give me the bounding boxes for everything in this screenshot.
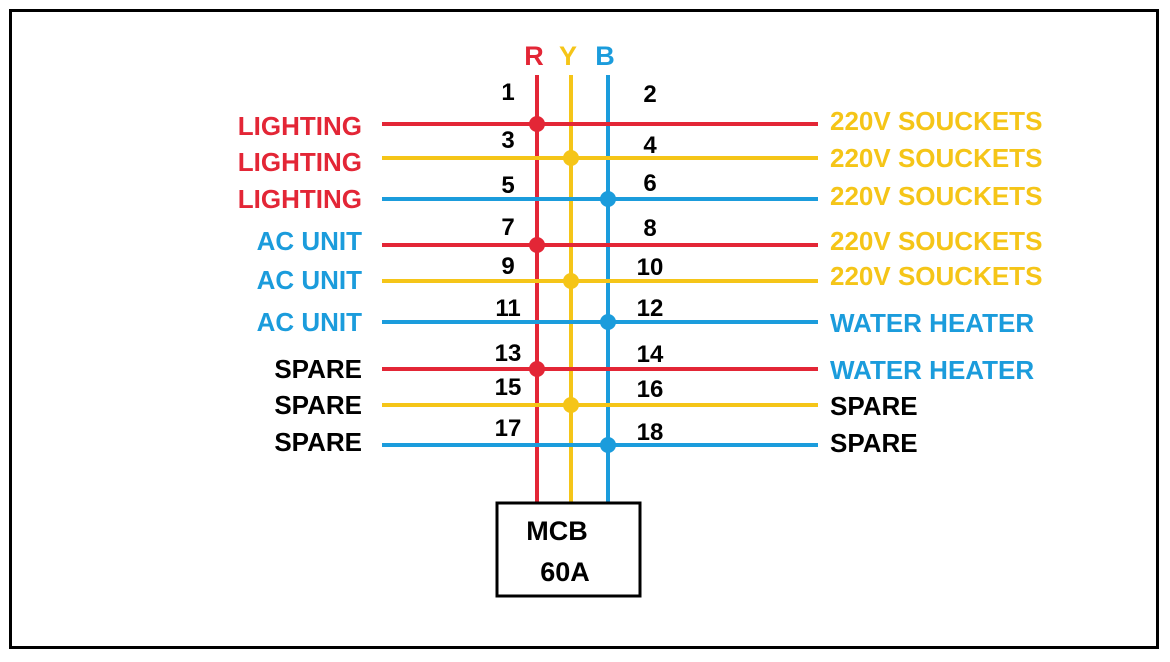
bus-connection-dot <box>600 314 616 330</box>
circuit-number-left: 1 <box>501 79 514 106</box>
load-label-left: LIGHTING <box>238 111 362 141</box>
circuit-row: 13 14 SPARE WATER HEATER <box>274 340 1034 385</box>
circuit-number-right: 14 <box>637 341 664 368</box>
bus-connection-dot <box>600 191 616 207</box>
load-label-left: LIGHTING <box>238 184 362 214</box>
circuit-number-right: 10 <box>637 254 664 281</box>
bus-connection-dot <box>529 237 545 253</box>
circuit-number-left: 3 <box>501 127 514 154</box>
phase-label-y: Y <box>559 41 577 71</box>
circuit-number-right: 4 <box>643 132 657 159</box>
load-label-right: 220V SOUCKETS <box>830 181 1042 211</box>
phase-label-r: R <box>524 41 544 71</box>
circuit-row: 11 12 AC UNIT WATER HEATER <box>257 295 1035 338</box>
circuit-number-left: 17 <box>495 415 522 442</box>
load-label-left: LIGHTING <box>238 147 362 177</box>
load-label-right: SPARE <box>830 428 918 458</box>
breaker-rating-label: 60A <box>540 557 590 587</box>
load-label-left: SPARE <box>274 427 362 457</box>
circuit-number-left: 5 <box>501 172 514 199</box>
circuit-number-left: 13 <box>495 340 522 367</box>
load-label-right: 220V SOUCKETS <box>830 261 1042 291</box>
load-label-right: WATER HEATER <box>830 355 1034 385</box>
circuit-number-right: 2 <box>643 81 656 108</box>
circuit-number-left: 7 <box>501 214 514 241</box>
load-label-right: WATER HEATER <box>830 308 1034 338</box>
bus-connection-dot <box>563 397 579 413</box>
bus-connection-dot <box>563 273 579 289</box>
circuit-number-right: 12 <box>637 295 664 322</box>
load-label-left: AC UNIT <box>257 226 363 256</box>
circuit-number-right: 8 <box>643 215 656 242</box>
circuit-number-left: 11 <box>495 295 520 322</box>
circuit-number-left: 15 <box>495 374 522 401</box>
load-label-left: AC UNIT <box>257 265 363 295</box>
circuit-number-right: 18 <box>637 419 664 446</box>
load-label-right: 220V SOUCKETS <box>830 143 1042 173</box>
circuit-row: 7 8 AC UNIT 220V SOUCKETS <box>257 214 1043 256</box>
breaker-box <box>495 501 642 598</box>
bus-connection-dot <box>563 150 579 166</box>
circuit-row: 9 10 AC UNIT 220V SOUCKETS <box>257 253 1043 295</box>
load-label-left: SPARE <box>274 354 362 384</box>
bus-connection-dot <box>529 361 545 377</box>
circuit-row: 17 18 SPARE SPARE <box>274 415 917 458</box>
breaker-type-label: MCB <box>526 516 588 546</box>
load-label-left: SPARE <box>274 390 362 420</box>
load-label-left: AC UNIT <box>257 307 363 337</box>
load-label-right: SPARE <box>830 391 918 421</box>
phase-label-b: B <box>595 41 615 71</box>
circuit-number-left: 9 <box>501 253 514 280</box>
circuit-number-right: 16 <box>637 376 664 403</box>
bus-connection-dot <box>529 116 545 132</box>
circuit-number-right: 6 <box>643 170 656 197</box>
load-label-right: 220V SOUCKETS <box>830 226 1042 256</box>
main-breaker: MCB 60A <box>495 501 642 598</box>
bus-connection-dot <box>600 437 616 453</box>
load-label-right: 220V SOUCKETS <box>830 106 1042 136</box>
